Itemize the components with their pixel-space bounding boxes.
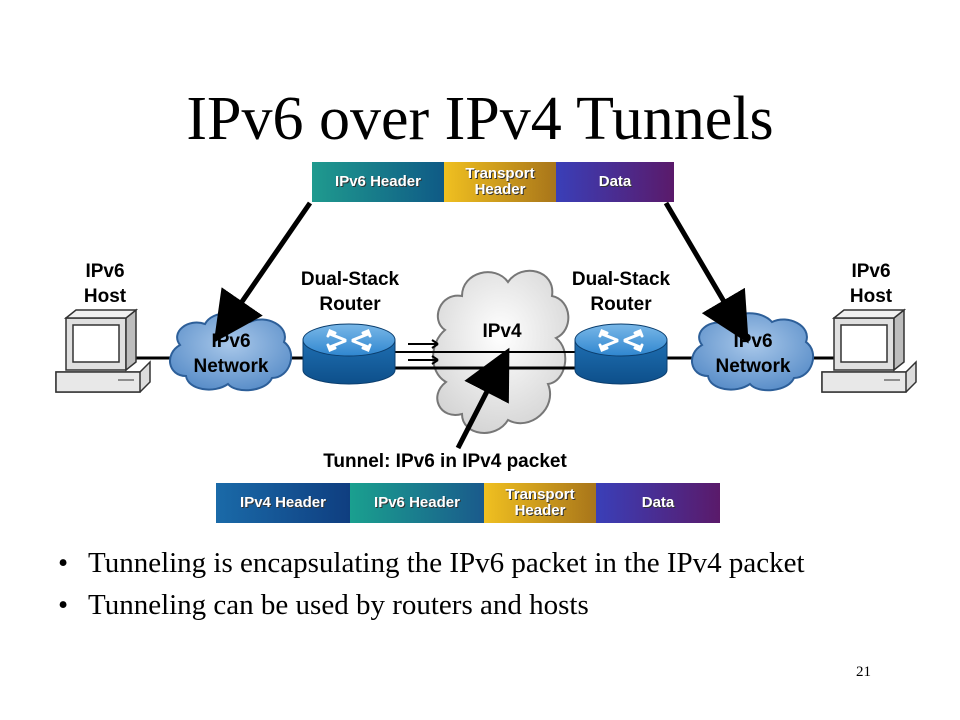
slide-title: IPv6 over IPv4 Tunnels bbox=[186, 85, 774, 153]
right-host-computer-icon bbox=[821, 308, 917, 393]
top-ipv6-header-label: IPv6 Header bbox=[335, 173, 421, 191]
bottom-ipv6-header-segment: IPv6 Header bbox=[350, 483, 484, 523]
bottom-data-segment: Data bbox=[596, 483, 720, 523]
bullet-text: Tunneling is encapsulating the IPv6 pack… bbox=[88, 547, 805, 579]
right-network-label: IPv6 Network bbox=[698, 330, 808, 379]
top-transport-header-line2: Header bbox=[474, 181, 526, 198]
right-host-line2: Host bbox=[849, 285, 893, 307]
right-host-line1: IPv6 bbox=[851, 261, 891, 282]
bottom-transport-header-line2: Header bbox=[514, 502, 566, 519]
right-host-label: IPv6 Host bbox=[826, 260, 916, 309]
left-network-label: IPv6 Network bbox=[176, 330, 286, 379]
top-transport-header-segment: Transport Header bbox=[444, 162, 556, 202]
left-host-computer-icon bbox=[55, 308, 151, 393]
left-host-label: IPv6 Host bbox=[60, 260, 150, 309]
left-router-label: Dual-Stack Router bbox=[290, 268, 410, 317]
bottom-ipv4-header-label: IPv4 Header bbox=[240, 494, 326, 512]
top-ipv6-header-segment: IPv6 Header bbox=[312, 162, 444, 202]
bullet-list: • Tunneling is encapsulating the IPv6 pa… bbox=[58, 547, 918, 632]
left-router-line2: Router bbox=[319, 293, 381, 315]
bullet-dot: • bbox=[58, 547, 69, 579]
packet-arrows bbox=[213, 201, 749, 450]
right-router-line2: Router bbox=[590, 293, 652, 315]
top-data-segment: Data bbox=[556, 162, 674, 202]
page-number: 21 bbox=[856, 664, 871, 680]
bullet-dot: • bbox=[58, 588, 69, 621]
right-router-line1: Dual-Stack bbox=[571, 269, 671, 290]
bullet-text: Tunneling can be used by routers and hos… bbox=[88, 588, 589, 621]
left-host-line1: IPv6 bbox=[85, 261, 125, 282]
left-router-icon bbox=[302, 323, 396, 385]
bottom-ipv4-header-segment: IPv4 Header bbox=[216, 483, 350, 523]
top-transport-header-line1: Transport bbox=[465, 165, 535, 183]
bullet-item: • Tunneling can be used by routers and h… bbox=[58, 588, 918, 622]
left-host-line2: Host bbox=[83, 285, 127, 307]
left-router-line1: Dual-Stack bbox=[300, 269, 400, 290]
right-router-icon bbox=[574, 323, 668, 385]
right-router-label: Dual-Stack Router bbox=[561, 268, 681, 317]
tunnel-label: Tunnel: IPv6 in IPv4 packet bbox=[323, 451, 567, 472]
bottom-ipv6-header-label: IPv6 Header bbox=[374, 494, 460, 512]
bottom-transport-header-segment: Transport Header bbox=[484, 483, 596, 523]
top-data-label: Data bbox=[598, 173, 632, 191]
bottom-transport-header-line1: Transport bbox=[505, 486, 575, 504]
left-network-line2: Network bbox=[193, 355, 269, 377]
bullet-item: • Tunneling is encapsulating the IPv6 pa… bbox=[58, 547, 918, 580]
right-network-line1: IPv6 bbox=[733, 331, 773, 352]
left-network-line1: IPv6 bbox=[211, 331, 251, 352]
right-network-line2: Network bbox=[715, 355, 791, 377]
bottom-data-label: Data bbox=[641, 494, 675, 512]
ipv4-cloud-label: IPv4 bbox=[482, 321, 522, 342]
